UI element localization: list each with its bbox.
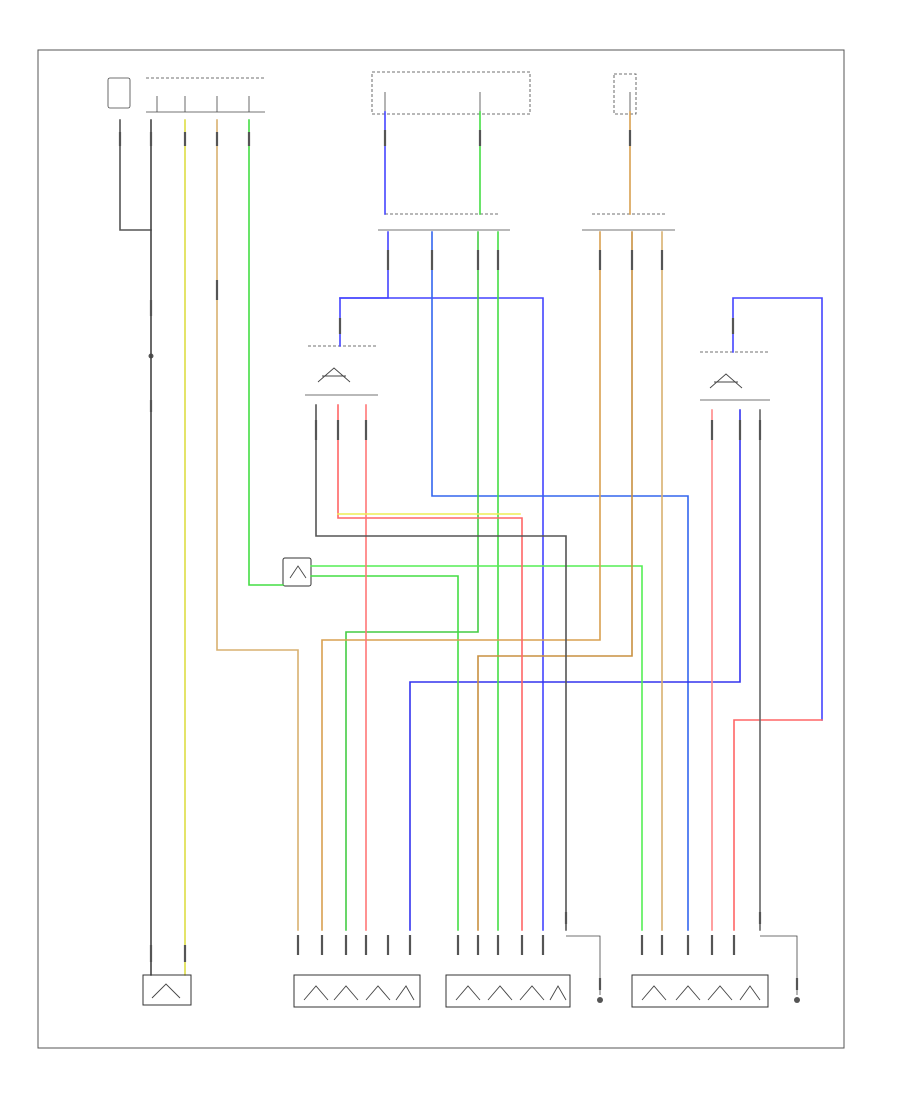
wires — [119, 111, 823, 995]
center-junction-connector — [378, 213, 510, 231]
top-center-fuse-box — [371, 71, 531, 115]
bottom-left-component — [142, 974, 192, 1006]
right-junction-connector — [582, 213, 675, 231]
module-box-icon — [107, 77, 131, 109]
left-switch — [305, 345, 378, 396]
bottom-mid-ground — [597, 997, 603, 1003]
bottom-right-ground — [794, 997, 800, 1003]
bottom-right-component — [631, 974, 769, 1008]
diagram-border — [37, 49, 845, 1049]
bottom-mid-component — [445, 974, 571, 1008]
connector-pins — [118, 130, 799, 990]
bottom-mid-left-component — [293, 974, 421, 1008]
top-right-fuse — [613, 73, 637, 115]
right-switch — [700, 351, 770, 401]
center-relay — [282, 557, 312, 587]
top-left-module — [107, 77, 265, 113]
